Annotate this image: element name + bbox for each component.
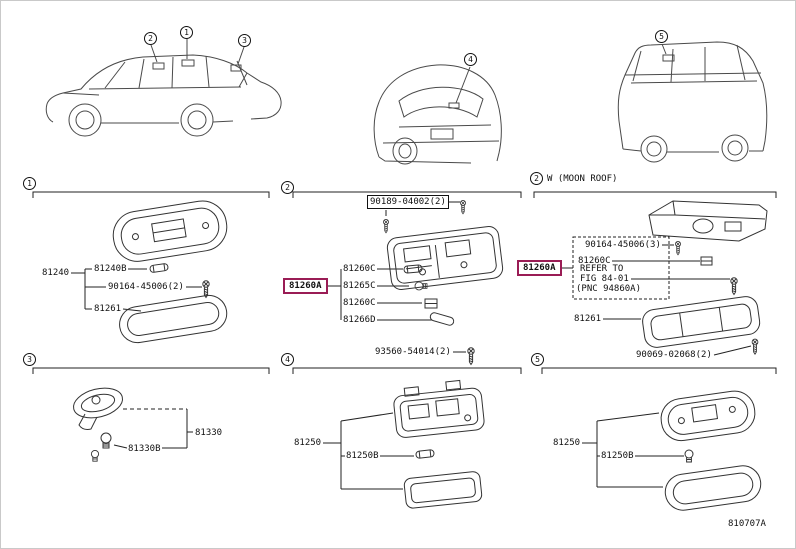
section-3-number: 3 <box>23 353 36 366</box>
s4-festoon-bulb-icon <box>415 449 435 459</box>
part-label-81260c-2: 81260C <box>343 298 376 308</box>
part-label-81250b-s5: 81250B <box>601 451 634 461</box>
car-sedan-illustration <box>45 39 282 137</box>
part-label-81261: 81261 <box>94 304 122 314</box>
section-4-number: 4 <box>281 353 294 366</box>
part-label-81266d: 81266D <box>343 315 376 325</box>
callout-car1-1: 1 <box>180 26 193 39</box>
s2m-lamp-lens <box>642 296 761 348</box>
s1-festoon-bulb-icon <box>149 262 169 274</box>
car-coupe-rear-illustration <box>373 64 502 165</box>
refer-note-line2: FIG 84-01 <box>580 274 629 284</box>
highlighted-part-81260a-mr[interactable]: 81260A <box>517 260 562 276</box>
s2m-clip-icon <box>700 256 713 266</box>
s2-lens-strip-icon <box>429 312 455 326</box>
s3-leader-lines <box>113 408 193 449</box>
s2-screw-top-right-icon <box>460 200 466 215</box>
refer-note-line1: REFER TO <box>580 264 624 274</box>
s1-lamp-housing <box>112 200 228 262</box>
car-wagon-illustration <box>617 41 768 163</box>
part-label-81330: 81330 <box>195 428 223 438</box>
part-label-90069-02068: 90069-02068(2) <box>636 350 712 360</box>
s2-screw-bottom-icon <box>467 347 475 365</box>
part-label-81250-s5: 81250 <box>553 438 581 448</box>
part-label-90189-04002: 90189-04002(2) <box>367 195 449 209</box>
s4-lamp-housing <box>393 379 485 438</box>
part-label-90164-45006-3: 90164-45006(3) <box>585 240 661 250</box>
s3-wedge-bulb-icon <box>90 449 100 462</box>
callout-car3-5: 5 <box>655 30 668 43</box>
s2m-big-screw-icon <box>730 277 738 295</box>
part-label-93560-54014: 93560-54014(2) <box>375 347 451 357</box>
part-label-81250-s4: 81250 <box>294 438 322 448</box>
part-label-81260c-1: 81260C <box>343 264 376 274</box>
s5-leader-lines <box>582 412 684 488</box>
callout-car1-2: 2 <box>144 32 157 45</box>
part-label-81250b-s4: 81250B <box>346 451 379 461</box>
part-label-81265c: 81265C <box>343 281 376 291</box>
section-2mr-variant-label: W (MOON ROOF) <box>547 174 618 184</box>
s2m-screw-icon <box>675 241 681 256</box>
part-label-81240: 81240 <box>42 268 70 278</box>
part-label-90164-45006: 90164-45006(2) <box>108 282 184 292</box>
s5-lamp-housing <box>660 390 756 442</box>
s2-socket-icon <box>424 298 438 309</box>
s2m-leader-lines <box>562 236 752 356</box>
part-label-81261-mr: 81261 <box>574 314 602 324</box>
s5-lamp-lens <box>664 465 762 511</box>
s2m-screw-bottom-icon <box>751 338 759 355</box>
s1-leader-lines <box>71 268 202 312</box>
section-5-number: 5 <box>531 353 544 366</box>
callout-car1-3: 3 <box>238 34 251 47</box>
s3-round-bulb-icon <box>100 432 112 449</box>
refer-note-line3: (PNC 94860A) <box>576 284 642 294</box>
s2-screw-top-left-icon <box>383 219 389 234</box>
s1-lamp-lens <box>119 294 228 344</box>
s5-wedge-bulb-icon <box>684 449 694 463</box>
section-brackets <box>32 191 777 374</box>
s2-lamp-housing <box>386 226 504 290</box>
part-label-81330b: 81330B <box>128 444 161 454</box>
callout-car2-4: 4 <box>464 53 477 66</box>
s2m-console-housing <box>648 200 768 242</box>
s2-round-bulb-icon <box>414 281 428 291</box>
section-2-number: 2 <box>281 181 294 194</box>
s3-spotlight-housing <box>73 387 123 430</box>
section-1-number: 1 <box>23 177 36 190</box>
figure-code: 810707A <box>728 519 766 529</box>
part-label-81260c-mr: 81260C <box>578 256 611 266</box>
part-label-81240b: 81240B <box>94 264 127 274</box>
section-2mr-number: 2 <box>530 172 543 185</box>
s4-lamp-lens <box>403 471 483 509</box>
highlighted-part-81260a[interactable]: 81260A <box>283 278 328 294</box>
s4-leader-lines <box>323 412 414 490</box>
